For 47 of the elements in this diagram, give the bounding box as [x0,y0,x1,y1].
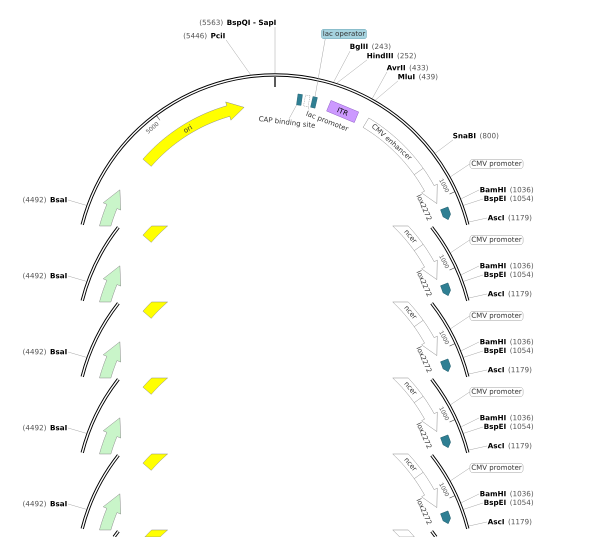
leader-line [68,428,86,434]
leader-line [274,26,276,74]
leader-line [68,504,86,510]
plasmid-arc [80,302,120,378]
leader-line [334,50,350,82]
leader-line [435,140,454,154]
plasmid-arc [430,378,470,454]
leader-line [461,190,480,199]
plasmid-arc [430,302,470,378]
leader-line [468,446,488,450]
leader-line [461,266,480,275]
leader-line [226,40,251,75]
leader-line [464,426,484,434]
leader-line [450,392,470,405]
leader-line [450,164,470,177]
leader-line [450,240,470,253]
leader-line [464,350,484,358]
plasmid-arc [80,454,120,530]
leader-line [468,218,488,222]
leader-line [461,494,480,503]
leader-line [464,274,484,282]
leader-line [336,60,368,84]
leader-line [450,468,470,481]
leader-line [468,294,488,298]
plasmid-arc [430,226,470,302]
leader-line [468,522,488,526]
leader-line [288,104,297,119]
leader-line [314,38,326,97]
leader-line [68,276,86,282]
leader-line [68,200,86,206]
leader-line [468,370,488,374]
plasmid-arc [430,454,470,530]
leader-line [308,106,310,110]
feature-fragment [142,454,168,471]
leader-line [375,80,398,100]
plasmid-arc [80,378,120,454]
feature-fragment [142,226,168,243]
leader-line [461,342,480,351]
feature-fragment [142,378,168,395]
feature-fragment [142,302,168,319]
leader-line [461,418,480,427]
leader-line [68,352,86,358]
plasmid-arc [80,226,120,302]
leader-line [464,502,484,510]
leader-line [372,72,388,98]
leader-line [450,316,470,329]
leader-line [464,198,484,206]
